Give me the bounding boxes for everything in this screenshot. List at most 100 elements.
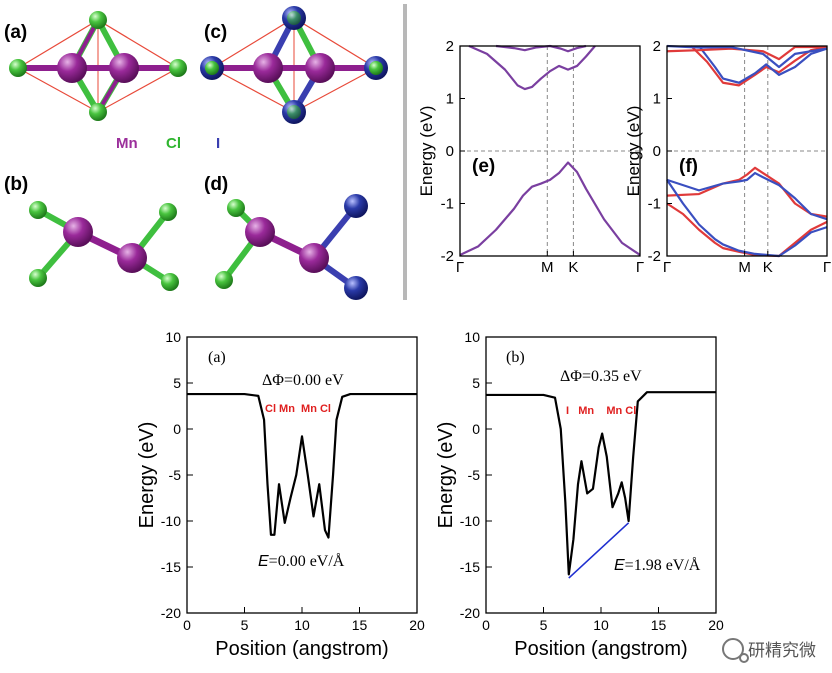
pot-a-ytick-label-6: -20	[161, 605, 181, 621]
band-e-xtick-label-2: K	[568, 259, 578, 276]
pot-b-xtick-label-0: 0	[482, 617, 490, 633]
band-e-ytick-label-1: 1	[446, 91, 454, 108]
pot-a-xlabel: Position (angstrom)	[215, 638, 388, 660]
band-f-ytick-label-0: 2	[653, 38, 661, 55]
potential-b-annotations: (b) ΔΦ=0.35 eV I Mn Mn Cl E=1.98 eV/Å	[506, 349, 701, 574]
pot-a-ytick-label-0: 10	[165, 329, 181, 345]
pot-b-ytick-label-5: -15	[460, 559, 480, 575]
potential-a-field-value: =0.00 eV/Å	[269, 552, 345, 570]
band-f-series-5	[698, 45, 828, 84]
band-f-series-2	[666, 202, 828, 258]
band-e-ytick-label-3: -1	[441, 196, 454, 213]
pot-b-xtick-label-2: 10	[593, 617, 609, 633]
pot-b-ytick-label-1: 5	[472, 375, 480, 391]
potential-a-delta-phi: ΔΦ=0.00 eV	[262, 372, 344, 389]
structure-label-d: (d)	[204, 174, 228, 195]
pot-a-series-0	[187, 392, 417, 539]
structure-c	[200, 6, 388, 124]
pot-a-xtick-label-2: 10	[294, 617, 310, 633]
band-e-xtick-label-3: Γ	[636, 259, 644, 276]
potential-b-field-symbol: E	[614, 557, 625, 574]
potential-b-delta-phi: ΔΦ=0.35 eV	[560, 368, 642, 385]
band-f-series-1	[666, 171, 828, 221]
legend-mn: Mn	[116, 135, 138, 152]
band-f-xtick-label-2: K	[763, 259, 773, 276]
potential-a-atoms: Cl Mn Mn Cl	[265, 403, 331, 415]
pot-a-ytick-label-1: 5	[173, 375, 181, 391]
band-e-ylabel: Energy (eV)	[417, 106, 436, 197]
pot-b-ytick-label-3: -5	[468, 467, 481, 483]
band-f-series-0	[666, 166, 828, 218]
pot-b-xtick-label-1: 5	[540, 617, 548, 633]
band-e-ytick-label-0: 2	[446, 38, 454, 55]
pot-b-xlabel: Position (angstrom)	[514, 638, 687, 660]
band-f-xtick-label-0: Γ	[663, 259, 671, 276]
band-e-panel-label: (e)	[472, 156, 495, 177]
panel-divider	[403, 4, 407, 300]
pot-a-ytick-label-4: -10	[161, 513, 181, 529]
pot-b-xtick-label-4: 20	[708, 617, 724, 633]
potential-a-label: (a)	[208, 349, 226, 366]
band-e-ytick-label-2: 0	[446, 143, 454, 160]
structure-a	[9, 11, 187, 121]
band-f-ytick-label-1: 1	[653, 91, 661, 108]
pot-b-ytick-label-2: 0	[472, 421, 480, 437]
pot-a-ytick-label-3: -5	[169, 467, 182, 483]
band-e-series-1	[468, 44, 596, 91]
structure-label-b: (b)	[4, 174, 28, 195]
pot-a-ytick-label-2: 0	[173, 421, 181, 437]
pot-b-ylabel: Energy (eV)	[435, 422, 457, 529]
pot-a-ylabel: Energy (eV)	[136, 422, 158, 529]
band-f-series-7	[666, 44, 828, 69]
pot-b-ytick-label-0: 10	[464, 329, 480, 345]
band-f-ytick-label-3: -1	[648, 196, 661, 213]
structure-label-a: (a)	[4, 22, 27, 43]
band-f-xtick-label-3: Γ	[823, 259, 831, 276]
band-e-xtick-label-1: M	[541, 259, 554, 276]
band-f-ytick-label-2: 0	[653, 143, 661, 160]
band-e-frame	[459, 45, 641, 257]
pot-b-ytick-label-6: -20	[460, 605, 480, 621]
legend-cl: Cl	[166, 135, 181, 152]
potential-a-field-symbol: E	[258, 553, 269, 570]
potential-b-atoms: I Mn Mn Cl	[566, 405, 636, 417]
potential-b-label: (b)	[506, 349, 525, 366]
band-f-ytick-label-4: -2	[648, 248, 661, 265]
band-f-ylabel: Energy (eV)	[624, 106, 643, 197]
pot-b-series-0	[486, 391, 716, 576]
band-f-xtick-label-1: M	[738, 259, 751, 276]
potential-b-field: E=1.98 eV/Å	[614, 556, 701, 574]
watermark: 研精究微	[722, 636, 816, 663]
band-f-panel-label: (f)	[679, 156, 698, 177]
band-e-ytick-label-4: -2	[441, 248, 454, 265]
pot-a-ytick-label-5: -15	[161, 559, 181, 575]
potential-b-field-value: =1.98 eV/Å	[625, 556, 701, 574]
band-e-series-0	[459, 161, 641, 256]
pot-b-ytick-label-4: -10	[460, 513, 480, 529]
band-f-series-3	[666, 179, 828, 258]
watermark-text: 研精究微	[748, 641, 816, 661]
band-f-series-6	[666, 45, 827, 61]
band-e-xtick-label-0: Γ	[456, 259, 464, 276]
pot-b-xtick-label-3: 15	[651, 617, 667, 633]
atom-legend: Mn Cl I	[116, 135, 220, 152]
pot-a-xtick-label-3: 15	[352, 617, 368, 633]
wechat-icon	[722, 637, 749, 663]
legend-i: I	[216, 135, 220, 152]
structure-d	[215, 194, 368, 300]
pot-a-xtick-label-4: 20	[409, 617, 425, 633]
structure-panels: (a) (c) (b) (d)	[4, 6, 388, 300]
pot-a-xtick-label-1: 5	[241, 617, 249, 633]
potential-a-annotations: (a) ΔΦ=0.00 eV Cl Mn Mn Cl E=0.00 eV/Å	[208, 349, 345, 570]
band-e-series-2	[495, 44, 587, 53]
structure-b	[29, 201, 179, 291]
band-f-series-4	[690, 45, 828, 87]
potential-a-field: E=0.00 eV/Å	[258, 552, 345, 570]
pot-a-xtick-label-0: 0	[183, 617, 191, 633]
pot-b-series-1	[568, 522, 630, 579]
